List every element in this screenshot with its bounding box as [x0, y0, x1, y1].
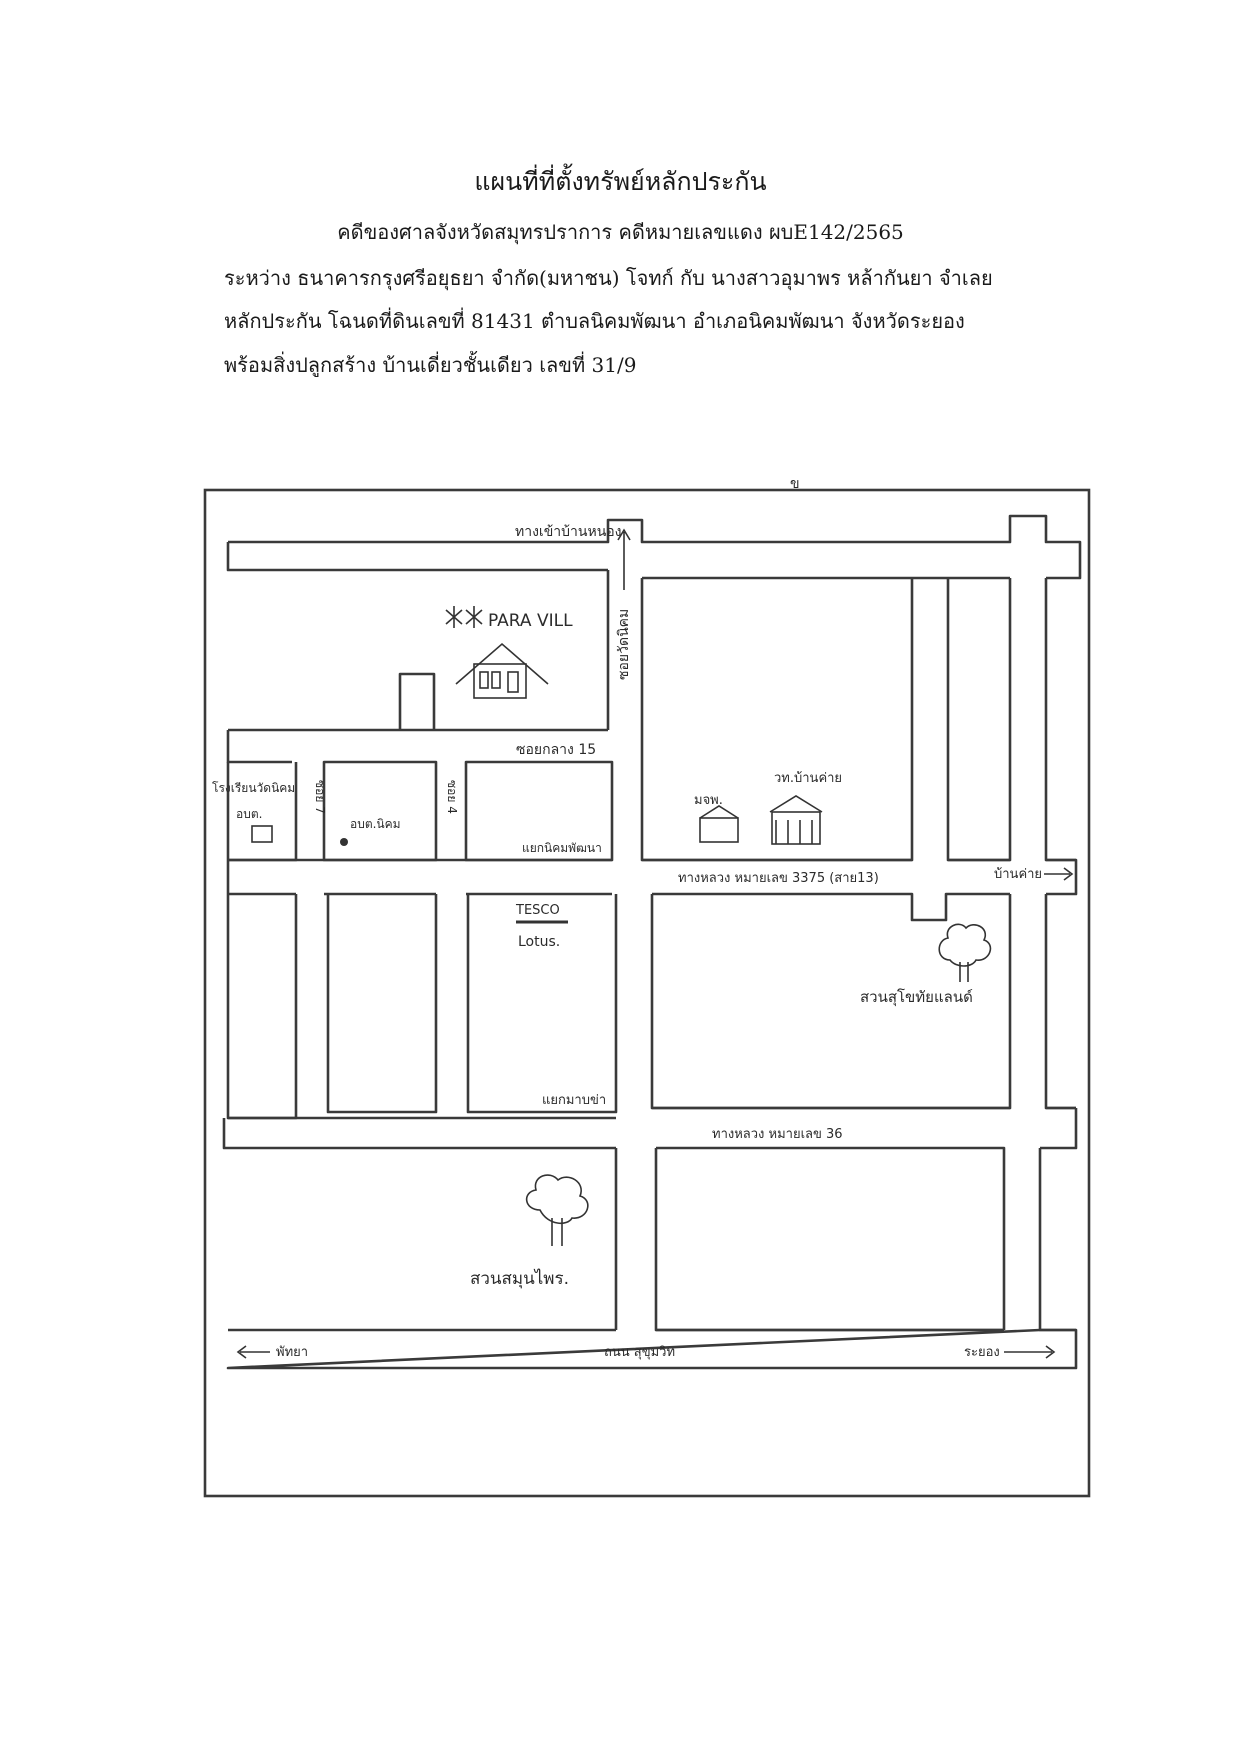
para-vill-label: PARA VILL — [488, 611, 573, 631]
road-3375-label: ทางหลวง หมายเลข 3375 (สาย13) — [678, 871, 879, 886]
rayong-label: ระยอง — [964, 1345, 1000, 1360]
tree-icon — [938, 923, 992, 982]
clinic-label: อบต.นิคม — [350, 817, 401, 831]
school-label: มจพ. — [694, 793, 723, 808]
suan-sukhothai-label: สวนสุโขทัยแลนด์ — [860, 988, 973, 1007]
soi7-label: ซอย 7 — [313, 780, 327, 814]
arrow-up-icon — [617, 528, 631, 590]
map-frame — [203, 488, 1091, 1498]
house-icon — [455, 642, 549, 699]
sukhumvit-label: ถนน สุขุมวิท — [604, 1345, 675, 1360]
parties-line: ระหว่าง ธนาคารกรุงศรีอยุธยา จำกัด(มหาชน)… — [224, 266, 993, 290]
title-deed-line: หลักประกัน โฉนดที่ดินเลขที่ 81431 ตำบลนิ… — [224, 309, 965, 333]
market-label: แยกนิคมพัฒนา — [522, 841, 602, 855]
tree-icon-herb-garden — [525, 1174, 589, 1246]
village-office-label: วท.บ้านค่าย — [774, 771, 842, 786]
ban-khai-label: บ้านค่าย — [994, 867, 1042, 882]
tesco-label: TESCO — [515, 903, 560, 918]
vertical-road-label: ซอยวัดนิคม — [616, 609, 632, 680]
pattaya-label: พัทยา — [276, 1345, 308, 1360]
school-left-label: โรงเรียนวัดนิคม — [212, 781, 295, 795]
document-title: แผนที่ที่ตั้งทรัพย์หลักประกัน — [474, 167, 767, 196]
office-building-icon — [769, 795, 823, 845]
tambon-office-label: อบต. — [236, 807, 262, 821]
property-line: พร้อมสิ่งปลูกสร้าง บ้านเดี่ยวชั้นเดียว เ… — [224, 353, 637, 377]
arrow-left-icon — [236, 1345, 270, 1359]
arrow-right-icon-rayong — [1004, 1345, 1056, 1359]
road-network — [222, 514, 1082, 1370]
intersection-label: แยกมาบข่า — [542, 1093, 606, 1108]
para-vill-logo — [445, 606, 483, 628]
herb-garden-label: สวนสมุนไพร. — [470, 1268, 569, 1289]
school-building-icon — [699, 805, 739, 843]
road-36-label: ทางหลวง หมายเลข 36 — [712, 1127, 843, 1142]
soi15-label: ซอยกลาง 15 — [516, 742, 596, 758]
arrow-right-icon — [1044, 867, 1074, 881]
north-marker: ข — [790, 476, 800, 492]
top-road-label: ทางเข้าบ้านหนอง — [515, 524, 622, 540]
soi4-label: ซอย 4 — [445, 780, 459, 814]
building-icon — [251, 825, 273, 843]
lotus-label: Lotus. — [518, 934, 560, 950]
court-case-line: คดีของศาลจังหวัดสมุทรปราการ คดีหมายเลขแด… — [337, 220, 904, 244]
clinic-dot-icon — [340, 838, 348, 846]
